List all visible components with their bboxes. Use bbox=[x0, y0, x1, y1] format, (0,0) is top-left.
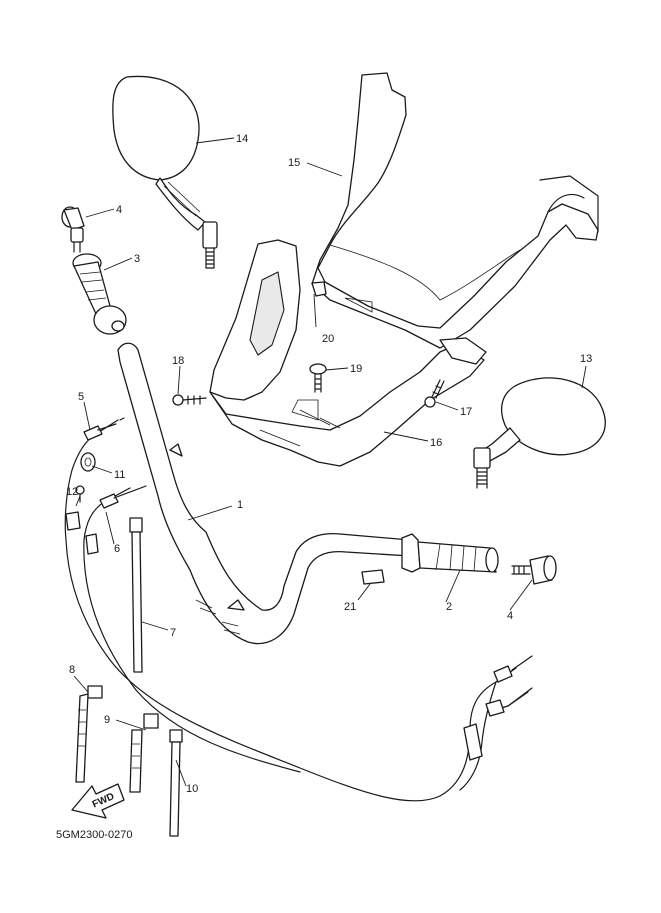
callout-5: 5 bbox=[78, 391, 84, 403]
leader-lines bbox=[73, 137, 587, 787]
handlebar bbox=[117, 342, 411, 645]
callout-2: 2 bbox=[446, 601, 452, 613]
cable-clamp-11 bbox=[80, 452, 96, 472]
callout-18: 18 bbox=[172, 355, 184, 367]
label-21 bbox=[361, 569, 385, 585]
front-cover bbox=[311, 72, 599, 349]
screw-19 bbox=[309, 363, 327, 393]
cable-tie-7 bbox=[129, 517, 143, 673]
mirror-right bbox=[473, 377, 606, 489]
callout-12: 12 bbox=[66, 486, 78, 498]
callout-8: 8 bbox=[69, 664, 75, 676]
callout-16: 16 bbox=[430, 437, 442, 449]
cable-tie-9 bbox=[129, 713, 159, 793]
screw-17 bbox=[424, 379, 445, 408]
callout-14: 14 bbox=[236, 133, 248, 145]
bar-end-right bbox=[511, 555, 557, 585]
grip-left bbox=[72, 253, 127, 335]
callout-19: 19 bbox=[350, 363, 362, 375]
clip-20 bbox=[311, 281, 327, 297]
bar-end-left bbox=[61, 206, 85, 253]
mirror-left bbox=[112, 75, 218, 269]
callout-4-right: 4 bbox=[507, 610, 513, 622]
callout-6: 6 bbox=[114, 543, 120, 555]
callout-13: 13 bbox=[580, 353, 592, 365]
bolt-12 bbox=[75, 485, 85, 503]
callout-4-left: 4 bbox=[116, 204, 122, 216]
callout-3: 3 bbox=[134, 253, 140, 265]
callout-labels: 1 2 3 4 4 5 6 7 8 9 10 11 12 13 14 15 16… bbox=[66, 133, 592, 795]
throttle-cables bbox=[64, 417, 533, 802]
callout-9: 9 bbox=[104, 714, 110, 726]
diagram-code: 5GM2300-0270 bbox=[56, 829, 132, 841]
grip-right bbox=[401, 533, 499, 573]
callout-20: 20 bbox=[322, 333, 334, 345]
screw-18 bbox=[172, 394, 207, 406]
callout-15: 15 bbox=[288, 157, 300, 169]
callout-7: 7 bbox=[170, 627, 176, 639]
forward-direction-arrow: FWD bbox=[71, 783, 125, 819]
callout-11: 11 bbox=[114, 469, 125, 481]
cable-tie-10 bbox=[169, 729, 183, 837]
cable-tie-8 bbox=[75, 685, 103, 783]
callout-21: 21 bbox=[344, 601, 356, 613]
callout-10: 10 bbox=[186, 783, 198, 795]
inner-panel bbox=[209, 239, 487, 467]
callout-1: 1 bbox=[237, 499, 243, 511]
callout-17: 17 bbox=[460, 406, 472, 418]
